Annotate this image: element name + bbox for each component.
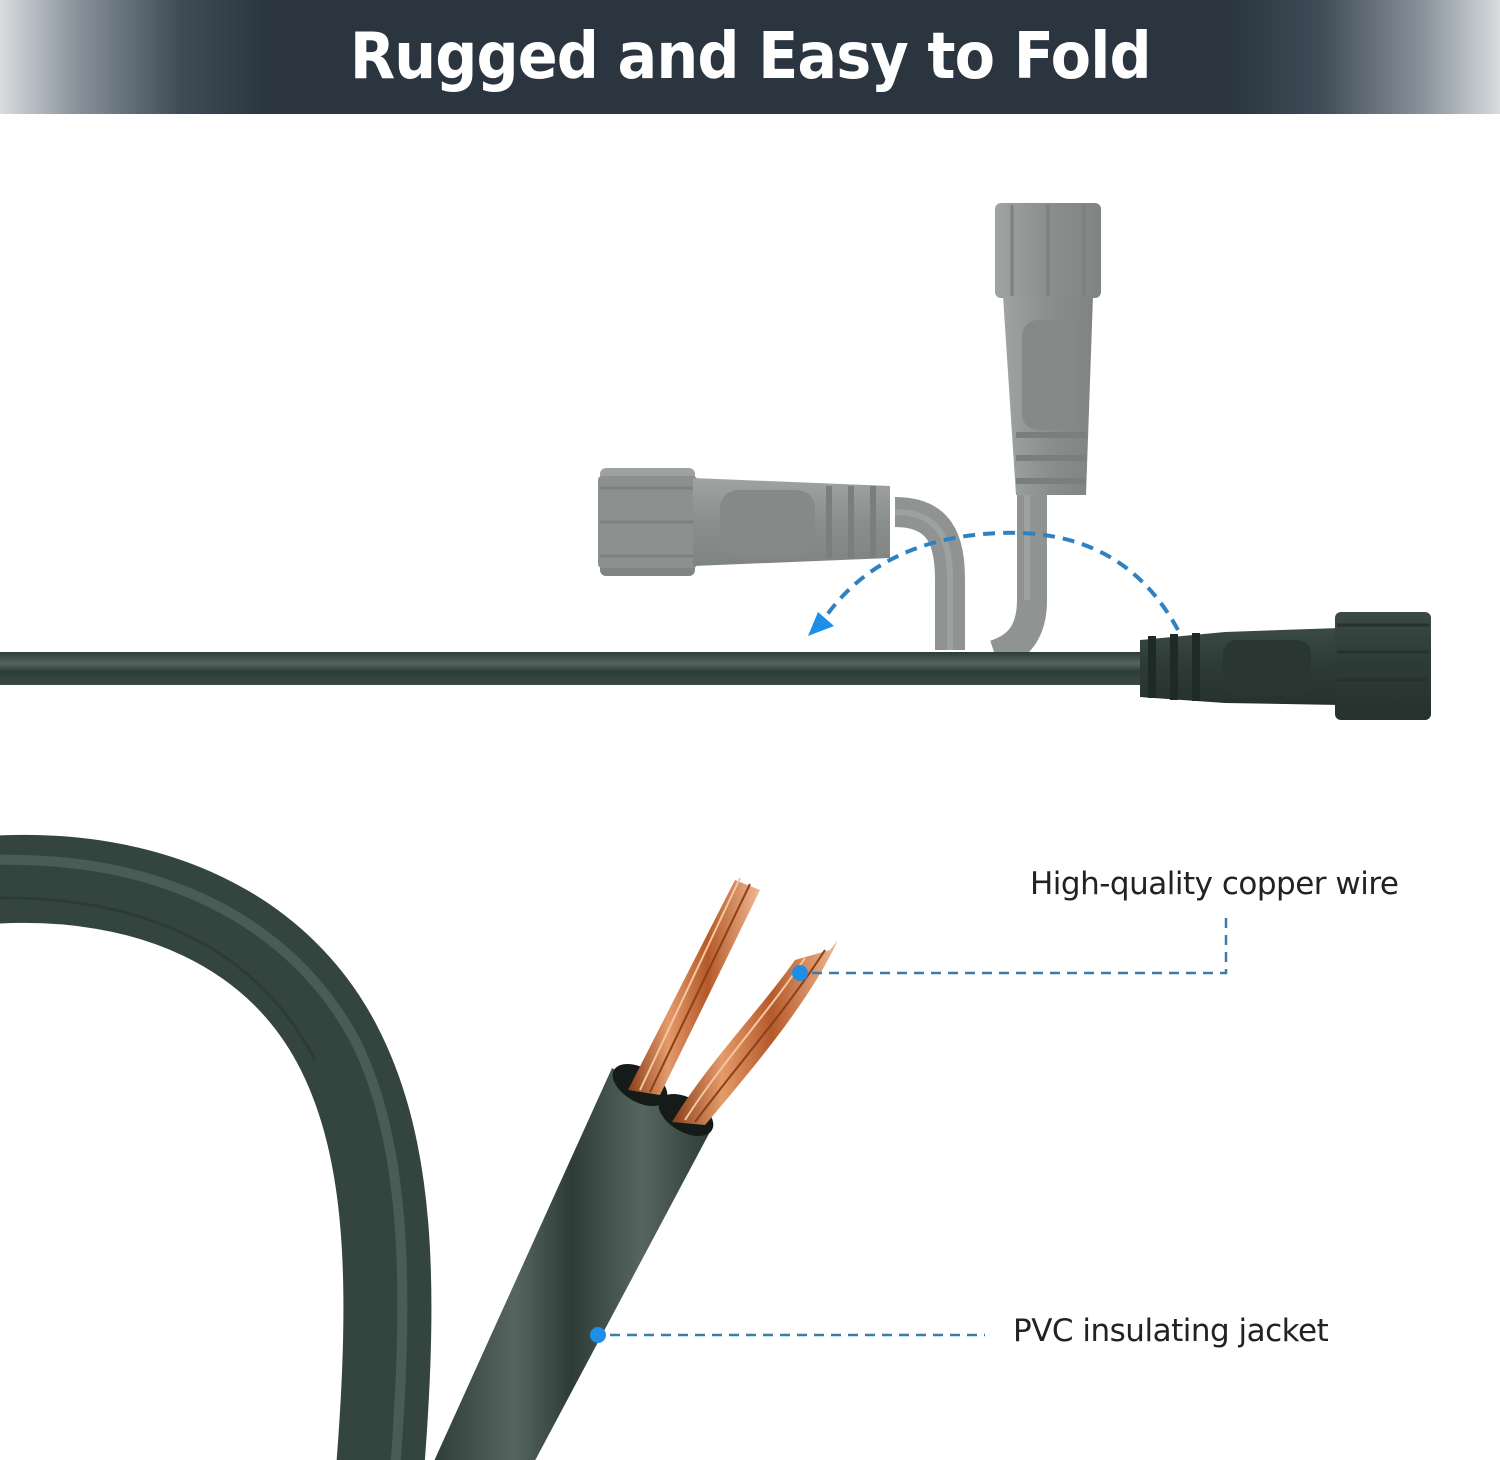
coiled-cable — [0, 835, 432, 1460]
copper-callout-dot — [792, 965, 808, 981]
copper-callout-line — [792, 915, 1228, 981]
gray-connector-left — [598, 468, 890, 576]
ghost-cable-left — [894, 497, 965, 650]
ghost-cable-vertical — [989, 495, 1047, 670]
banner-title: Rugged and Easy to Fold — [349, 20, 1152, 94]
main-cable-horizontal — [0, 652, 1150, 685]
copper-wire-twisted — [672, 940, 838, 1125]
gray-connector-vertical — [995, 203, 1101, 495]
copper-wire-label: High-quality copper wire — [1030, 866, 1399, 902]
jacket-callout-line — [590, 1327, 985, 1343]
dark-connector-right — [1140, 612, 1431, 720]
curved-dashed-arrow-icon — [808, 530, 1180, 636]
copper-wire-straight — [628, 877, 760, 1095]
title-banner: Rugged and Easy to Fold — [0, 0, 1500, 114]
jacket-callout-dot — [590, 1327, 606, 1343]
pvc-jacket-label: PVC insulating jacket — [1013, 1313, 1329, 1349]
